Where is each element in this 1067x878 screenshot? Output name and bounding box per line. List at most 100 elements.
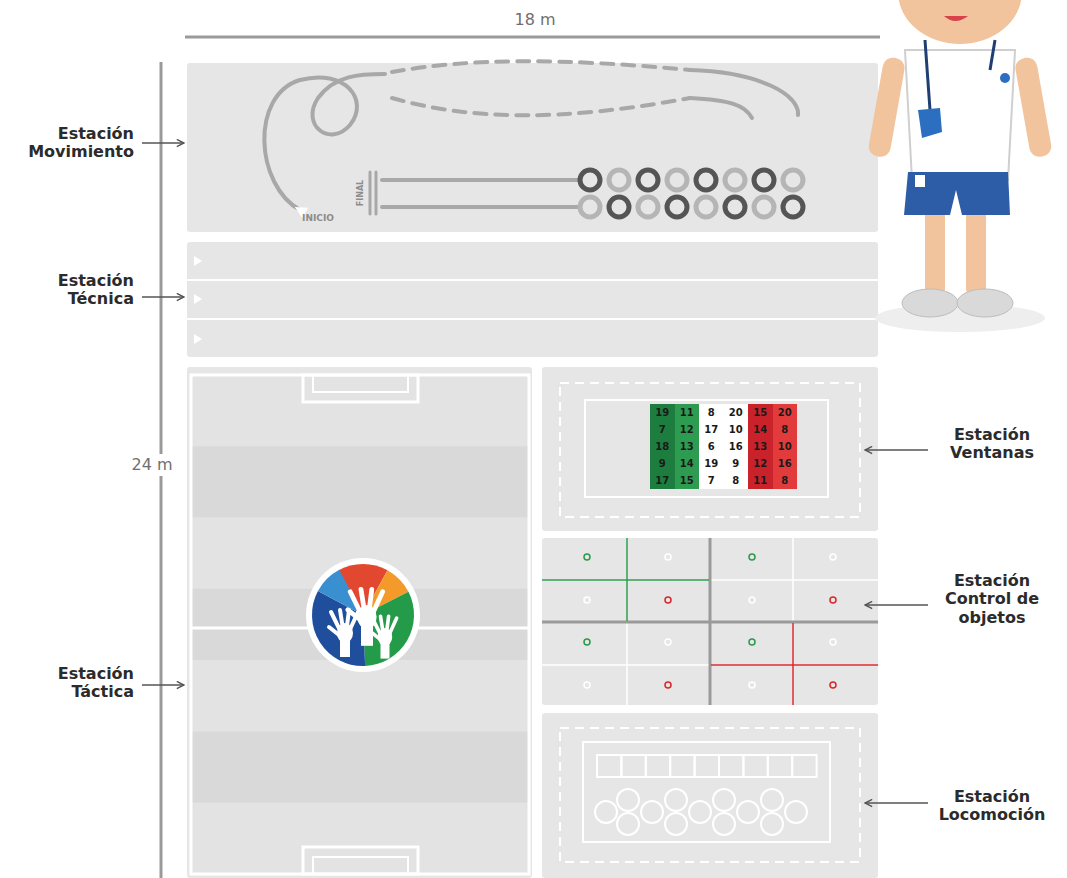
ring-row (667, 170, 687, 190)
lane-start-mark (194, 256, 202, 344)
station-marking (560, 728, 860, 862)
target-dot (830, 639, 836, 645)
cell-number: 17 (704, 425, 718, 435)
number-cell: 20 (724, 404, 749, 421)
coach-figure (915, 175, 925, 187)
station-area: Estación Movimiento (187, 63, 878, 232)
station-panel (542, 367, 878, 531)
dimension-label: 24 m (129, 454, 174, 476)
coach-figure (867, 0, 1053, 332)
cell-number: 14 (680, 459, 694, 469)
ring-row (609, 197, 629, 217)
station-panel (187, 367, 532, 878)
cell-number: 15 (753, 408, 767, 418)
number-cell: 20 (773, 404, 798, 421)
movement-course (382, 178, 578, 182)
target-dot (584, 554, 836, 688)
lane-start-mark (194, 256, 202, 266)
number-cell: 11 (748, 472, 773, 489)
lane-start-mark (194, 334, 202, 344)
ring-row (580, 170, 600, 190)
number-cell: 7 (650, 421, 675, 438)
logo (386, 616, 388, 633)
lane-start-mark (194, 294, 202, 304)
station-area: Estación Técnica (187, 242, 878, 357)
coach-figure (944, 16, 968, 21)
coach-figure (902, 289, 958, 317)
coach-figure (905, 50, 1015, 180)
ladder-box (792, 755, 816, 777)
pitch-stripe (191, 446, 529, 517)
number-cell: 8 (699, 404, 724, 421)
coach-figure (957, 289, 1013, 317)
coach-figure (918, 108, 942, 138)
number-cell: 19 (699, 455, 724, 472)
number-cell: 8 (773, 421, 798, 438)
pitch-lines (313, 857, 408, 874)
pitch-lines (191, 375, 529, 874)
target-dot (830, 682, 836, 688)
hopscotch-circle (665, 813, 687, 835)
grid-line (542, 538, 878, 705)
number-cell: 18 (650, 438, 675, 455)
ring-row (725, 197, 745, 217)
logo (373, 592, 382, 612)
logo (350, 592, 360, 612)
hopscotch-circle (761, 789, 783, 811)
logo (369, 589, 372, 612)
coach-figure (1000, 73, 1010, 83)
movement-course (392, 61, 690, 72)
hopscotch-circle (665, 789, 687, 811)
pitch-stripe (191, 732, 529, 803)
pitch-lines (303, 375, 418, 402)
cell-number: 20 (729, 408, 743, 418)
station-name: Estación Táctica (12, 665, 134, 702)
ring-row (580, 170, 803, 217)
movement-course (382, 205, 578, 209)
target-dot (830, 554, 836, 560)
number-cell: 17 (699, 421, 724, 438)
logo (390, 618, 397, 633)
logo (312, 591, 365, 666)
target-dot (749, 682, 755, 688)
station-marking (583, 742, 830, 842)
station-panel (542, 538, 878, 705)
number-cell: 12 (748, 455, 773, 472)
leader-arrow (142, 296, 184, 298)
hopscotch-circle (617, 789, 639, 811)
number-cell: 11 (675, 404, 700, 421)
cell-number: 17 (655, 476, 669, 486)
ring-row (667, 197, 687, 217)
ring-row (754, 197, 774, 217)
cell-number: 19 (655, 408, 669, 418)
cell-number: 13 (680, 442, 694, 452)
logo (306, 558, 420, 672)
station-area: Estación Control de objetos (542, 538, 878, 705)
station-panel (187, 63, 878, 232)
number-cell: 8 (773, 472, 798, 489)
cell-number: 10 (729, 425, 743, 435)
dimension-line (185, 36, 880, 39)
cell-number: 18 (655, 442, 669, 452)
target-dot (749, 639, 755, 645)
finish-label: FINAL (357, 180, 365, 206)
cell-number: 9 (659, 459, 666, 469)
station-area: Estación Locomoción (542, 713, 878, 878)
ring-row (696, 197, 716, 217)
hopscotch-circle (713, 813, 735, 835)
number-cell: 16 (724, 438, 749, 455)
dimension-label: 18 m (514, 12, 555, 28)
ladder-box (597, 755, 621, 777)
movement-course (264, 61, 798, 214)
leader-arrow (865, 802, 928, 804)
leader-arrow (865, 604, 928, 606)
number-cell: 8 (724, 472, 749, 489)
logo (331, 612, 339, 629)
station-marking (560, 728, 860, 862)
coach-figure (867, 56, 906, 158)
target-dot (584, 554, 590, 560)
cell-number: 10 (778, 442, 792, 452)
cell-number: 7 (659, 425, 666, 435)
logo (340, 639, 350, 657)
